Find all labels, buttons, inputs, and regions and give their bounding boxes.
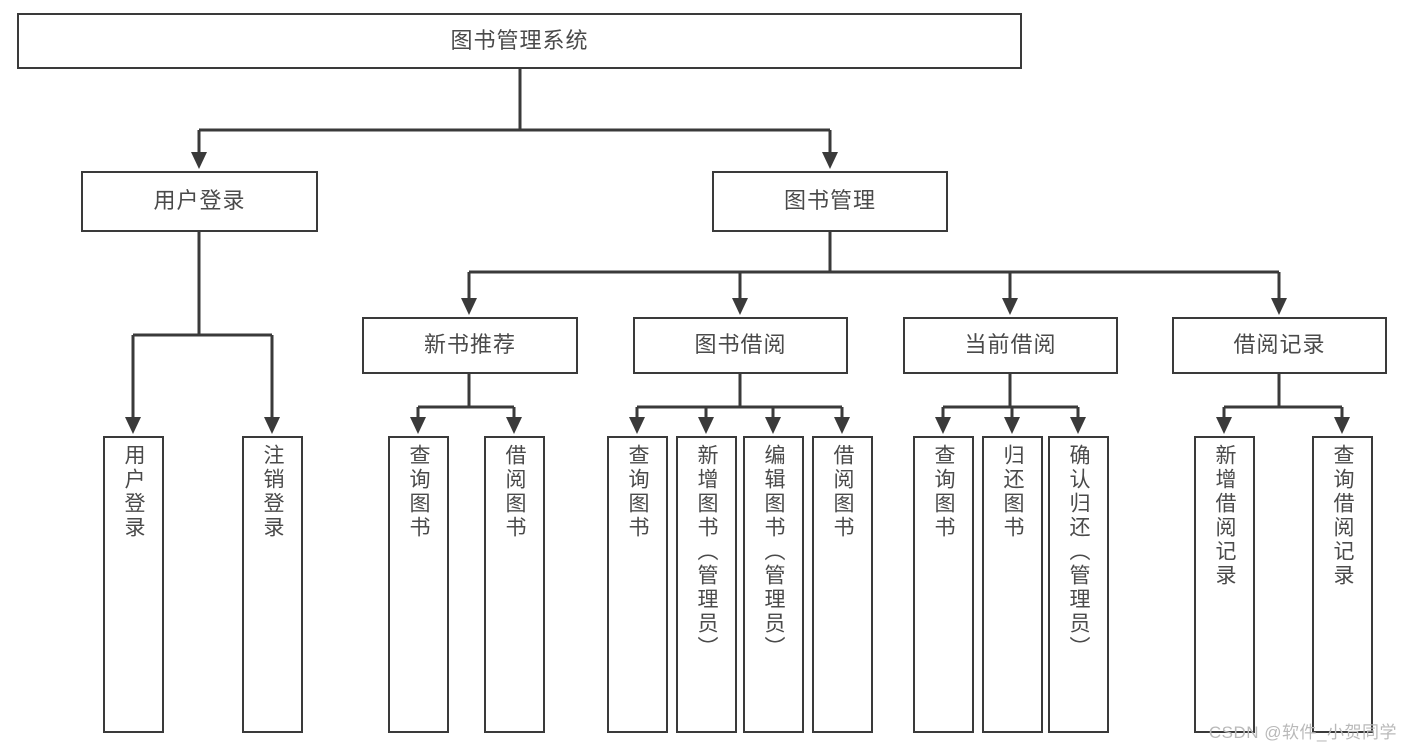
arrowhead-icon-recommend-to-leaf2 [506,417,522,434]
arrowhead-icon-borrow-to-leaf3 [765,417,781,434]
node-leaf-leaf-edit-book-admin[interactable]: 编辑图书（管理员） [743,436,804,733]
node-label: 查询图书 [407,444,430,540]
node-leaf-leaf-add-book-admin[interactable]: 新增图书（管理员） [676,436,737,733]
node-leaf-leaf-return-book[interactable]: 归还图书 [982,436,1043,733]
arrowhead-icon-user-login-to-leaf2 [264,417,280,434]
node-label: 编辑图书（管理员） [762,444,785,660]
node-label: 新增借阅记录 [1213,444,1236,588]
arrowhead-icon-current-to-leaf1 [935,417,951,434]
node-label: 用户登录 [122,444,145,540]
arrowhead-icon-root-to-book-management [822,152,838,169]
node-leaf-leaf-borrow-book-recommend[interactable]: 借阅图书 [484,436,545,733]
node-leaf-leaf-query-book-current[interactable]: 查询图书 [913,436,974,733]
node-label: 借阅图书 [503,444,526,540]
arrowhead-icon-record-to-leaf2 [1334,417,1350,434]
node-level3-borrow-record[interactable]: 借阅记录 [1172,317,1387,374]
node-leaf-leaf-borrow-book[interactable]: 借阅图书 [812,436,873,733]
node-label: 查询图书 [932,444,955,540]
arrowhead-icon-user-login-to-leaf1 [125,417,141,434]
node-level2-book-management[interactable]: 图书管理 [712,171,948,232]
node-label: 新书推荐 [423,332,516,358]
node-level3-current-borrow[interactable]: 当前借阅 [903,317,1118,374]
node-leaf-leaf-confirm-return-admin[interactable]: 确认归还（管理员） [1048,436,1109,733]
arrowhead-icon-recommend-to-leaf1 [410,417,426,434]
node-label: 确认归还（管理员） [1067,444,1090,660]
node-label: 查询图书 [626,444,649,540]
arrowhead-icon-borrow-to-leaf4 [834,417,850,434]
arrowhead-icon-bm-to-borrow [732,298,748,315]
node-label: 归还图书 [1001,444,1024,540]
node-root-root[interactable]: 图书管理系统 [17,13,1022,69]
node-label: 借阅记录 [1233,332,1326,358]
node-leaf-leaf-query-book-borrow[interactable]: 查询图书 [607,436,668,733]
watermark-label: CSDN @软件_小贺同学 [1208,723,1397,742]
arrowhead-icon-current-to-leaf2 [1004,417,1020,434]
node-label: 图书管理 [783,188,876,214]
node-level2-user-login[interactable]: 用户登录 [81,171,318,232]
arrowhead-icon-borrow-to-leaf1 [629,417,645,434]
node-leaf-leaf-logout[interactable]: 注销登录 [242,436,303,733]
arrowhead-icon-bm-to-record [1271,298,1287,315]
node-leaf-leaf-query-book-recommend[interactable]: 查询图书 [388,436,449,733]
node-label: 查询借阅记录 [1331,444,1354,588]
arrowhead-icon-current-to-leaf3 [1070,417,1086,434]
node-leaf-leaf-user-login[interactable]: 用户登录 [103,436,164,733]
node-leaf-leaf-add-borrow-record[interactable]: 新增借阅记录 [1194,436,1255,733]
node-label: 图书管理系统 [450,27,589,53]
arrowhead-icon-borrow-to-leaf2 [698,417,714,434]
node-level3-new-book-recommend[interactable]: 新书推荐 [362,317,578,374]
arrowhead-icon-bm-to-current [1002,298,1018,315]
arrowhead-icon-root-to-user-login [191,152,207,169]
node-label: 新增图书（管理员） [695,444,718,660]
node-level3-book-borrow[interactable]: 图书借阅 [633,317,848,374]
arrowhead-icon-record-to-leaf1 [1216,417,1232,434]
node-label: 图书借阅 [694,332,787,358]
node-label: 用户登录 [153,188,246,214]
arrowhead-icon-bm-to-recommend [461,298,477,315]
node-leaf-leaf-query-borrow-record[interactable]: 查询借阅记录 [1312,436,1373,733]
node-label: 当前借阅 [964,332,1057,358]
node-label: 借阅图书 [831,444,854,540]
node-label: 注销登录 [261,444,284,540]
